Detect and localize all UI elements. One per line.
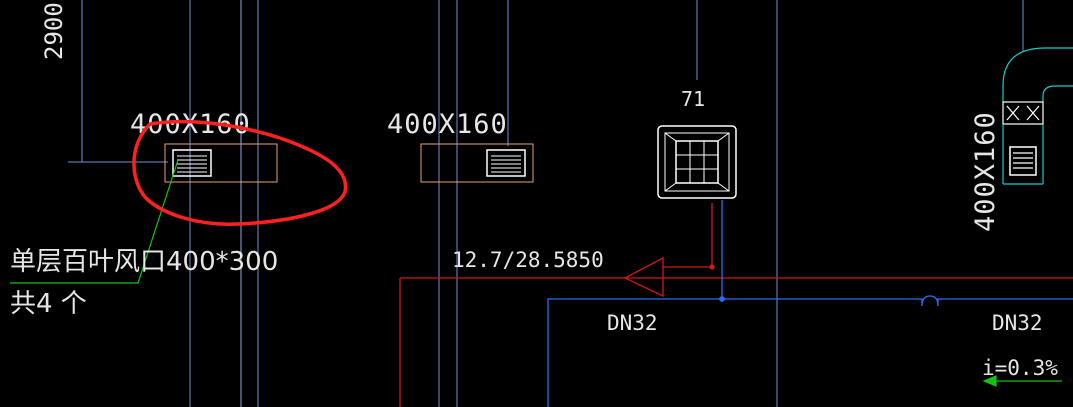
blue-pipe-node — [719, 296, 725, 302]
vertical-guide-lines — [68, 0, 1024, 407]
diffuser-diag — [664, 132, 677, 142]
right-duct-elbow[interactable] — [1002, 47, 1073, 185]
annotation-line1: 单层百叶风口400*300 — [10, 247, 278, 277]
diffuser-outer — [657, 125, 737, 199]
refrigerant-pipes[interactable] — [399, 203, 1073, 407]
leader-line — [10, 159, 179, 284]
damper-cross — [1006, 105, 1020, 121]
middle-grille-outline — [420, 143, 534, 183]
elbow-outer — [1002, 47, 1073, 102]
pipe-label-right: DN32 — [992, 311, 1043, 335]
slope-arrow-head — [982, 375, 997, 387]
diffuser-diag — [717, 132, 730, 142]
damper-cross — [1026, 105, 1040, 121]
annotation-leader — [10, 159, 1062, 387]
pipe-spec-label: 12.7/28.5850 — [452, 248, 604, 272]
markup-circle — [132, 119, 348, 226]
cassette-diffuser[interactable] — [657, 125, 737, 199]
elbow-inner — [1042, 85, 1073, 102]
duct-label-middle: 400X160 — [387, 109, 508, 140]
diffuser-number: 71 — [681, 87, 705, 111]
duct-label-right-vertical: 400X160 — [970, 111, 1001, 232]
middle-grille[interactable] — [420, 143, 534, 183]
middle-grille-face — [486, 149, 526, 177]
annotation-line2: 共4 个 — [10, 289, 87, 319]
left-grille[interactable] — [164, 143, 278, 183]
diffuser-diag — [664, 182, 677, 192]
duct-damper-box — [1002, 101, 1044, 125]
diffuser-inner — [664, 132, 730, 192]
left-grille-face — [172, 149, 212, 177]
pipe-label-left: DN32 — [607, 311, 658, 335]
red-pipe-node — [709, 264, 715, 270]
slope-label: i=0.3% — [982, 356, 1058, 380]
dimension-label: 2900 — [40, 2, 68, 60]
diffuser-diag — [717, 182, 730, 192]
blue-pipe-main — [547, 295, 1073, 407]
left-grille-outline — [164, 143, 278, 183]
diffuser-core — [675, 140, 719, 184]
right-grille-face — [1009, 146, 1037, 176]
condensate-pipes[interactable] — [547, 200, 1073, 407]
flow-arrow — [623, 256, 664, 298]
